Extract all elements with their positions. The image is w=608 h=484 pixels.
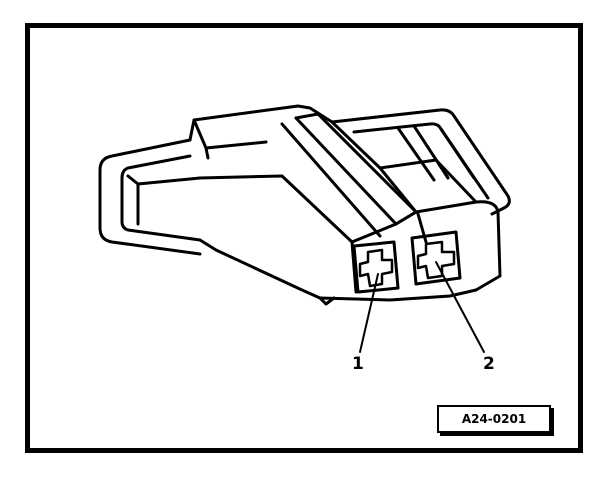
figure-reference-code: A24-0201	[437, 405, 551, 433]
leader-line-2	[435, 261, 485, 353]
connector-drawing	[98, 104, 511, 353]
right-retaining-clip	[330, 108, 511, 216]
terminal-cavity-2	[410, 230, 462, 286]
connector-housing	[188, 104, 502, 306]
figure-frame: 1 2 A24-0201	[25, 23, 583, 453]
callout-label-2: 2	[483, 354, 495, 374]
left-retaining-clip	[98, 138, 202, 256]
callout-label-1: 1	[352, 354, 364, 374]
terminal-cavity-1	[352, 240, 400, 294]
leader-line-1	[359, 273, 379, 353]
